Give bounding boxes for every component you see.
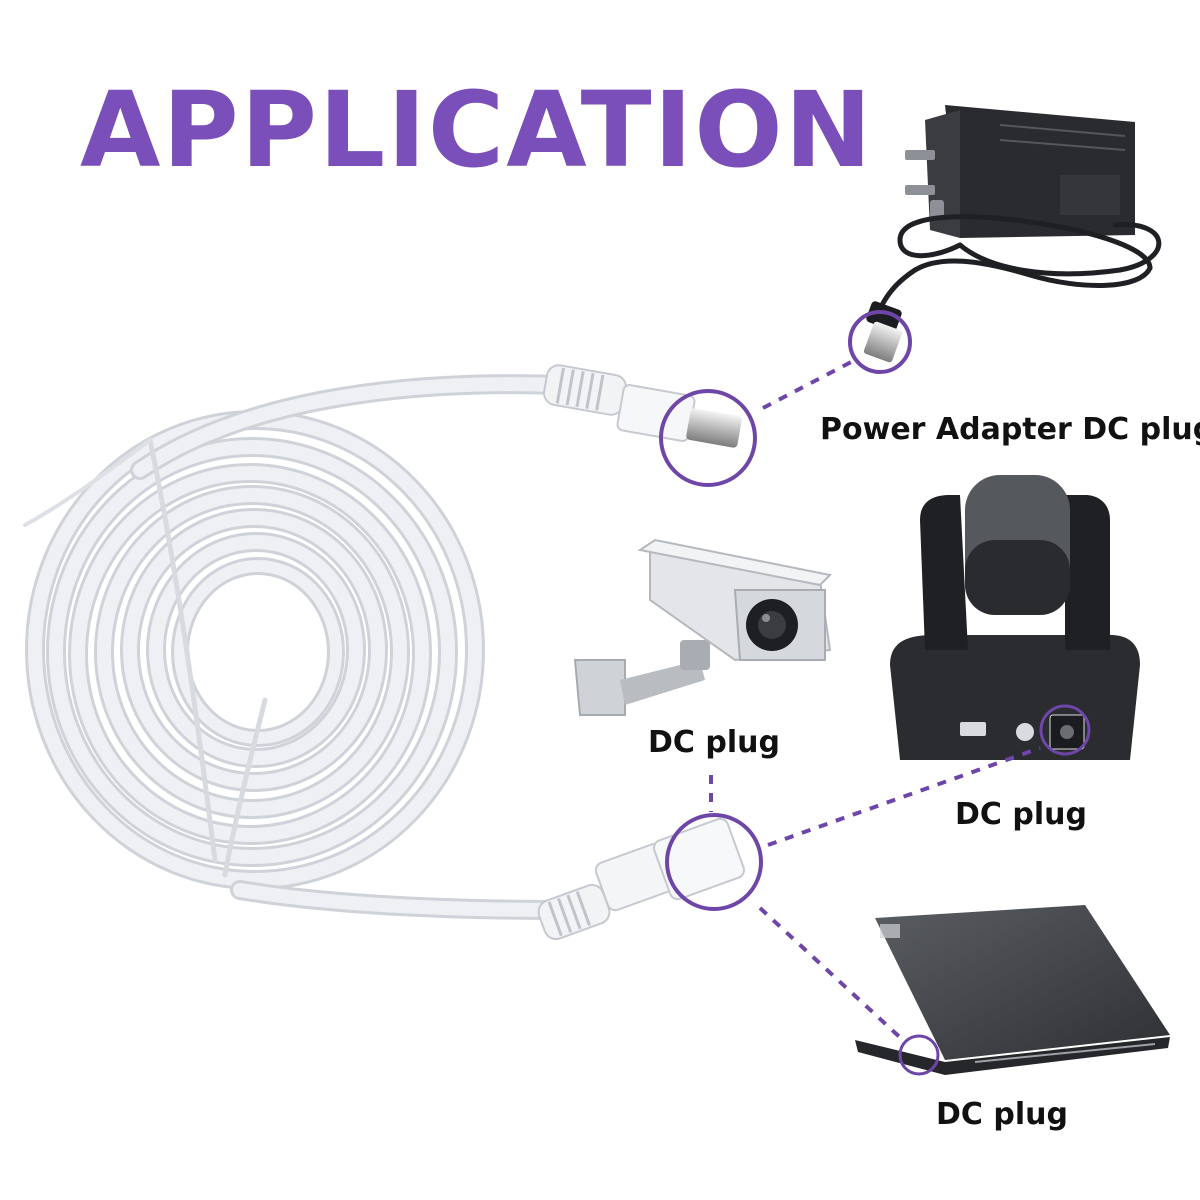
cable-coil	[23, 374, 570, 920]
connector-highlight-circle	[659, 389, 757, 487]
female-dc-connector	[537, 813, 763, 941]
connector-highlight-circle	[1039, 704, 1091, 756]
power-adapter-label: Power Adapter DC plug	[820, 412, 1200, 447]
ptz-camera-label: DC plug	[955, 797, 1087, 832]
security-camera	[573, 538, 833, 716]
connector-highlight-circle	[898, 1034, 940, 1076]
connection-lines	[709, 358, 1041, 1044]
security-camera-label: DC plug	[648, 725, 780, 760]
connector-highlight-circle	[848, 310, 912, 374]
connector-highlight-circle	[665, 813, 763, 911]
laptop-label: DC plug	[936, 1097, 1068, 1132]
laptop	[855, 905, 1170, 1076]
page-title: APPLICATION	[80, 69, 874, 191]
ptz-camera	[890, 475, 1140, 760]
power-adapter	[848, 105, 1162, 374]
male-dc-connector	[543, 364, 757, 487]
